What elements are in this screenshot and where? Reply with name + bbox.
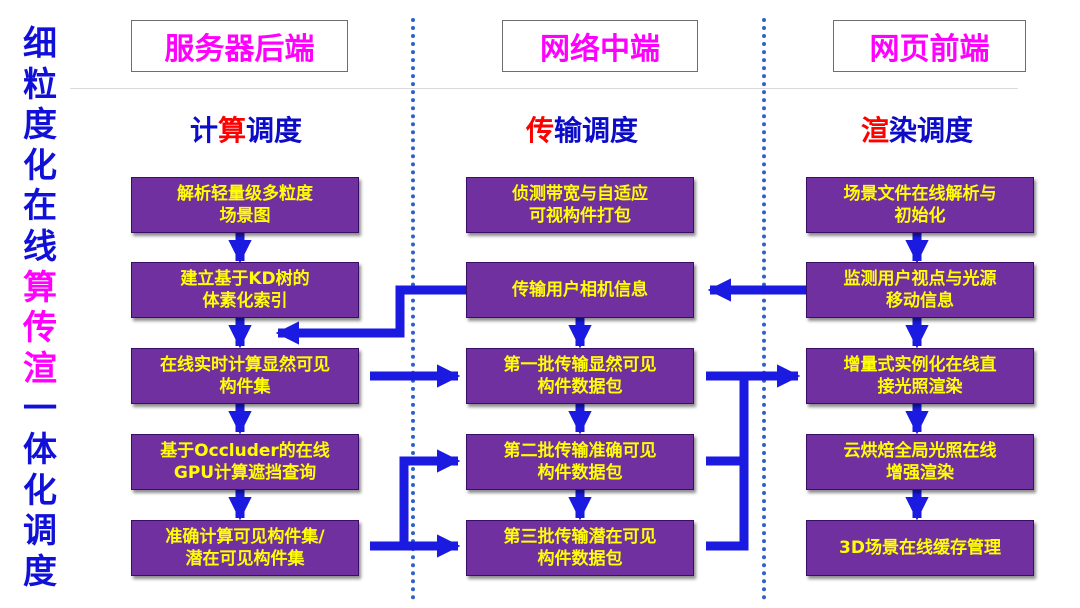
- vertical-title-char: 在: [23, 186, 57, 227]
- vertical-title: 细粒度化在线算传渲一体化调度: [18, 24, 62, 592]
- vertical-title-char: 一: [23, 389, 57, 430]
- vertical-title-char: 算: [23, 267, 57, 308]
- box-web-1: 场景文件在线解析与 初始化: [806, 177, 1034, 233]
- vertical-title-char: 传: [23, 308, 57, 349]
- box-web-4: 云烘焙全局光照在线 增强渲染: [806, 434, 1034, 490]
- vertical-title-char: 度: [23, 551, 57, 592]
- vertical-title-char: 体: [23, 429, 57, 470]
- subtitle-network: 传输调度: [525, 114, 639, 147]
- header-rule: [70, 88, 1018, 89]
- vertical-title-char: 渲: [23, 348, 57, 389]
- vertical-title-char: 度: [23, 105, 57, 146]
- box-network-5: 第三批传输潜在可见 构件数据包: [466, 520, 694, 576]
- vertical-title-char: 线: [23, 226, 57, 267]
- box-network-1: 侦测带宽与自适应 可视构件打包: [466, 177, 694, 233]
- box-server-5: 准确计算可见构件集/ 潜在可见构件集: [131, 520, 359, 576]
- header-server: 服务器后端: [131, 20, 348, 72]
- box-web-5: 3D场景在线缓存管理: [806, 520, 1034, 576]
- box-server-4: 基于Occluder的在线 GPU计算遮挡查询: [131, 434, 359, 490]
- arrow-network-to-server: [275, 285, 466, 345]
- header-web: 网页前端: [833, 20, 1026, 72]
- box-network-3: 第一批传输显然可见 构件数据包: [466, 348, 694, 404]
- divider-right: [762, 18, 766, 600]
- box-web-3: 增量式实例化在线直 接光照渲染: [806, 348, 1034, 404]
- vertical-title-char: 细: [23, 24, 57, 64]
- box-server-3: 在线实时计算显然可见 构件集: [131, 348, 359, 404]
- subtitle-server: 计算调度: [189, 114, 303, 147]
- subtitle-web: 渲染调度: [860, 114, 974, 147]
- box-network-4: 第二批传输准确可见 构件数据包: [466, 434, 694, 490]
- box-server-2: 建立基于KD树的 体素化索引: [131, 262, 359, 318]
- header-network: 网络中端: [502, 20, 698, 72]
- divider-left: [411, 18, 415, 600]
- arrow-server-to-network-2: [370, 449, 461, 551]
- box-server-1: 解析轻量级多粒度 场景图: [131, 177, 359, 233]
- box-network-2: 传输用户相机信息: [466, 262, 694, 318]
- box-web-2: 监测用户视点与光源 移动信息: [806, 262, 1034, 318]
- vertical-title-char: 化: [23, 470, 57, 511]
- vertical-title-char: 粒: [23, 64, 57, 105]
- vertical-title-char: 化: [23, 145, 57, 186]
- vertical-title-char: 调: [23, 511, 57, 552]
